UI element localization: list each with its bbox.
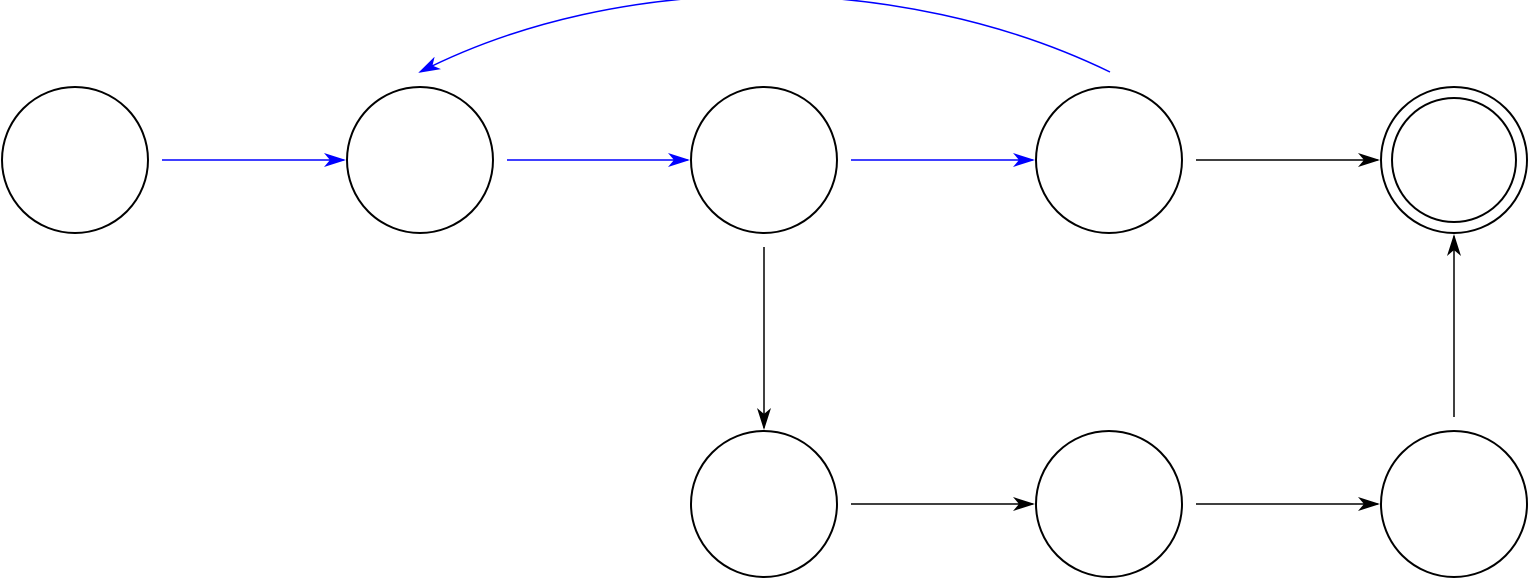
state-s4-inner-ring [1391, 97, 1517, 223]
state-s6 [1035, 430, 1183, 578]
state-s4-accepting [1380, 86, 1528, 234]
state-s3 [1035, 86, 1183, 234]
state-s7 [1380, 430, 1528, 578]
state-s5 [690, 430, 838, 578]
state-s1 [346, 86, 494, 234]
state-s0 [1, 86, 149, 234]
transitions-layer [162, 0, 1461, 511]
state-s2 [690, 86, 838, 234]
states-layer [1, 86, 1528, 578]
transition-s3-to-s1 [418, 0, 1111, 73]
